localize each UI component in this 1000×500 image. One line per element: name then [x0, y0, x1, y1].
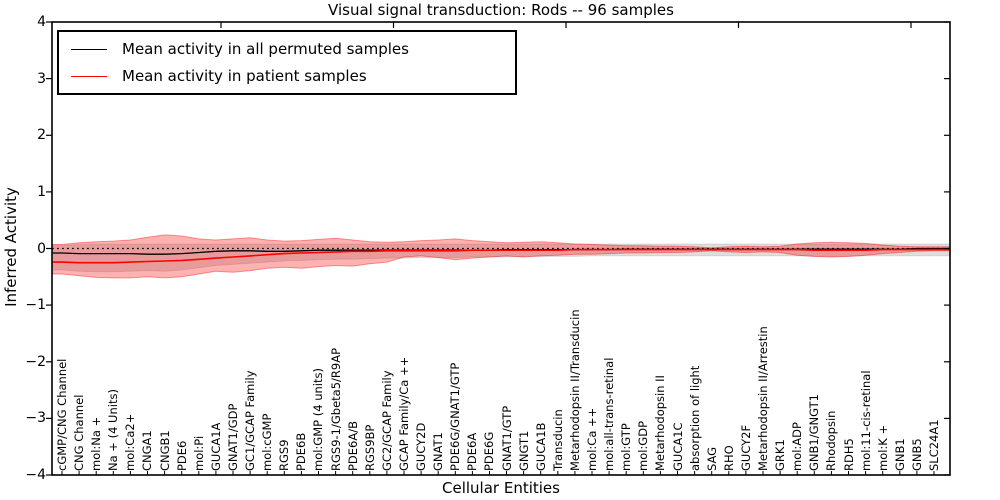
- x-tick-label: mol:11-cis-retinal: [858, 370, 873, 471]
- x-tick-label: Metarhodopsin II/Transducin: [567, 309, 582, 471]
- x-tick-label: GNGT1: [516, 430, 531, 471]
- x-tick-label: absorption of light: [687, 365, 702, 471]
- legend-entry-permuted: Mean activity in all permuted samples: [71, 40, 503, 58]
- x-tick-label: PDE6A/B: [345, 420, 360, 471]
- x-tick-label: RGS9-1/Gbeta5/R9AP: [328, 347, 343, 471]
- x-tick-label: Metarhodopsin II: [653, 375, 668, 471]
- x-tick-label: RHO: [721, 445, 736, 471]
- x-tick-label: GUCA1A: [208, 422, 223, 471]
- x-tick-label: mol:ADP: [790, 422, 805, 471]
- legend-line-sample-permuted: [71, 48, 107, 50]
- plot-canvas: [46, 21, 951, 476]
- x-tick-label: CNGB1: [157, 430, 172, 471]
- x-tick-label: GNB1/GNGT1: [807, 394, 822, 471]
- x-tick-label: CNGA1: [140, 430, 155, 471]
- x-tick-label: GCAP Family/Ca ++: [396, 356, 411, 471]
- x-tick-label: SAG: [704, 446, 719, 471]
- patient-mean-line: [52, 248, 950, 264]
- patient-std-band: [51, 234, 951, 279]
- x-tick-label: PDE6A: [465, 432, 480, 471]
- x-tick-label: PDE6: [174, 440, 189, 471]
- legend: Mean activity in all permuted samples Me…: [57, 30, 517, 95]
- x-tick-label: mol:all-trans-retinal: [602, 357, 617, 471]
- x-tick-label: GUCA1C: [670, 422, 685, 471]
- y-tick-label: −4: [25, 467, 46, 483]
- x-tick-label: cGMP/CNG Channel: [55, 358, 69, 471]
- x-tick-label: SLC24A1: [927, 419, 941, 471]
- x-tick-label: PDE6G/GNAT1/GTP: [448, 362, 463, 471]
- x-tick-label: GC2/GCAP Family: [379, 370, 394, 471]
- x-tick-label: GNB1: [892, 438, 907, 471]
- axes-frame: [51, 21, 951, 476]
- x-tick-label: mol:GMP (4 units): [311, 368, 326, 471]
- x-tick-label: mol:K +: [875, 424, 890, 471]
- x-tick-label: CNG Channel: [72, 394, 87, 471]
- x-tick-label: mol:GTP: [619, 423, 634, 471]
- chart-title: Visual signal transduction: Rods -- 96 s…: [328, 1, 674, 19]
- y-tick-label: 1: [37, 183, 46, 200]
- y-tick-label: 4: [37, 14, 46, 30]
- y-tick-label: 0: [37, 240, 46, 257]
- y-tick-label: 2: [37, 127, 46, 144]
- x-tick-label: mol:Na +: [89, 416, 104, 471]
- x-tick-label: RGS9BP: [362, 424, 377, 471]
- x-tick-label: Transducin: [550, 409, 565, 471]
- legend-label-patient: Mean activity in patient samples: [122, 67, 367, 85]
- x-tick-label: RDH5: [841, 438, 856, 471]
- x-tick-label: RGS9: [277, 439, 292, 471]
- x-tick-label: Metarhodopsin II/Arrestin: [756, 326, 771, 471]
- x-tick-label: PDE6B: [294, 432, 309, 471]
- x-tick-label: Rhodopsin: [824, 410, 839, 471]
- x-tick-label: mol:Pi: [191, 435, 206, 471]
- x-tick-label: PDE6G: [482, 431, 497, 471]
- legend-entry-patient: Mean activity in patient samples: [71, 67, 503, 85]
- plot-area: [46, 21, 951, 476]
- x-tick-label: GNAT1: [431, 432, 446, 471]
- legend-line-sample-patient: [71, 75, 107, 77]
- x-tick-label: Na + (4 Units): [106, 389, 121, 471]
- x-tick-label: GNAT1/GTP: [499, 405, 514, 471]
- x-tick-label: GRK1: [773, 439, 788, 471]
- x-tick-label: mol:Ca2+: [123, 413, 138, 471]
- x-tick-label: GUCA1B: [533, 422, 548, 471]
- y-tick-label: −2: [25, 353, 46, 370]
- x-tick-label: GC1/GCAP Family: [243, 370, 258, 471]
- y-tick-label: −1: [25, 297, 46, 314]
- y-tick-label: 3: [37, 70, 46, 87]
- x-axis-label: Cellular Entities: [442, 479, 560, 497]
- x-tick-label: GUCY2D: [414, 422, 429, 471]
- x-tick-label: GUCY2F: [738, 424, 753, 471]
- x-tick-label: GNAT1/GDP: [225, 403, 240, 471]
- x-tick-label: mol:GDP: [636, 420, 651, 471]
- x-tick-label: mol:Ca ++: [585, 407, 600, 471]
- legend-label-permuted: Mean activity in all permuted samples: [122, 40, 409, 58]
- x-tick-label: GNB5: [909, 438, 924, 471]
- x-tick-label: mol:cGMP: [260, 413, 275, 471]
- y-tick-label: −3: [25, 410, 46, 427]
